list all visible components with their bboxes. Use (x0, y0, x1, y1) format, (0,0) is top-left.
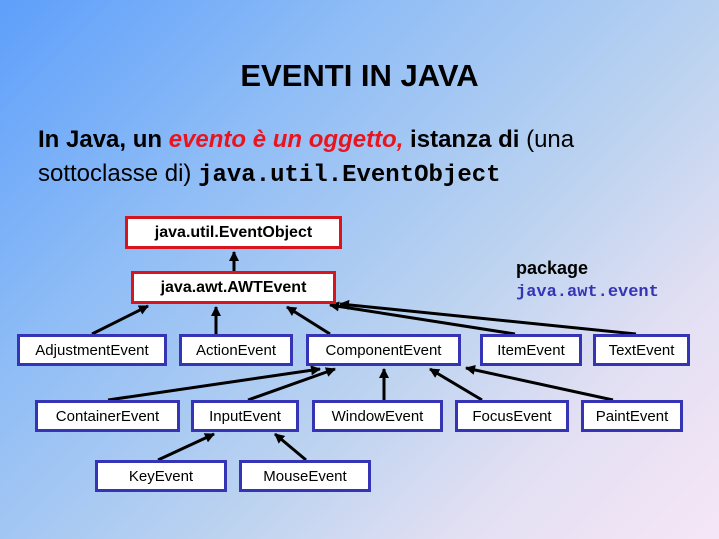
intro-text: istanza di (403, 126, 520, 153)
arrow (274, 432, 307, 462)
arrow (339, 299, 637, 336)
intro-highlight: evento è un oggetto, (168, 126, 404, 153)
arrow (157, 432, 215, 462)
arrow (286, 305, 331, 336)
class-box-containerevent: ContainerEvent (35, 400, 180, 432)
arrow (107, 365, 321, 402)
arrow (465, 365, 614, 402)
arrow (329, 301, 516, 336)
intro-text: sottoclasse di) (38, 160, 199, 187)
arrow (429, 367, 483, 402)
intro-text: In Java, un (38, 126, 169, 153)
class-box-adjustmentevent: AdjustmentEvent (17, 334, 167, 366)
class-box-itemevent: ItemEvent (480, 334, 582, 366)
class-box-paintevent: PaintEvent (581, 400, 683, 432)
class-box-inputevent: InputEvent (191, 400, 299, 432)
class-box-componentevent: ComponentEvent (306, 334, 461, 366)
class-box-focusevent: FocusEvent (455, 400, 569, 432)
class-box-mouseevent: MouseEvent (239, 460, 371, 492)
class-box-textevent: TextEvent (593, 334, 690, 366)
class-box-keyevent: KeyEvent (95, 460, 227, 492)
package-label: package (516, 258, 589, 278)
arrow (247, 367, 336, 402)
class-box-eventobject: java.util.EventObject (125, 216, 342, 249)
class-box-awtevent: java.awt.AWTEvent (131, 271, 336, 304)
class-box-actionevent: ActionEvent (179, 334, 293, 366)
intro-line-2: sottoclasse di) java.util.EventObject (38, 160, 501, 189)
class-box-windowevent: WindowEvent (312, 400, 443, 432)
intro-line-1: In Java, un evento è un oggetto, istanza… (38, 126, 574, 154)
arrow (91, 304, 149, 336)
package-name: java.awt.event (516, 283, 659, 302)
intro-text: (una (519, 126, 575, 153)
slide-title: EVENTI IN JAVA (240, 58, 479, 93)
intro-code: java.util.EventObject (198, 162, 501, 189)
